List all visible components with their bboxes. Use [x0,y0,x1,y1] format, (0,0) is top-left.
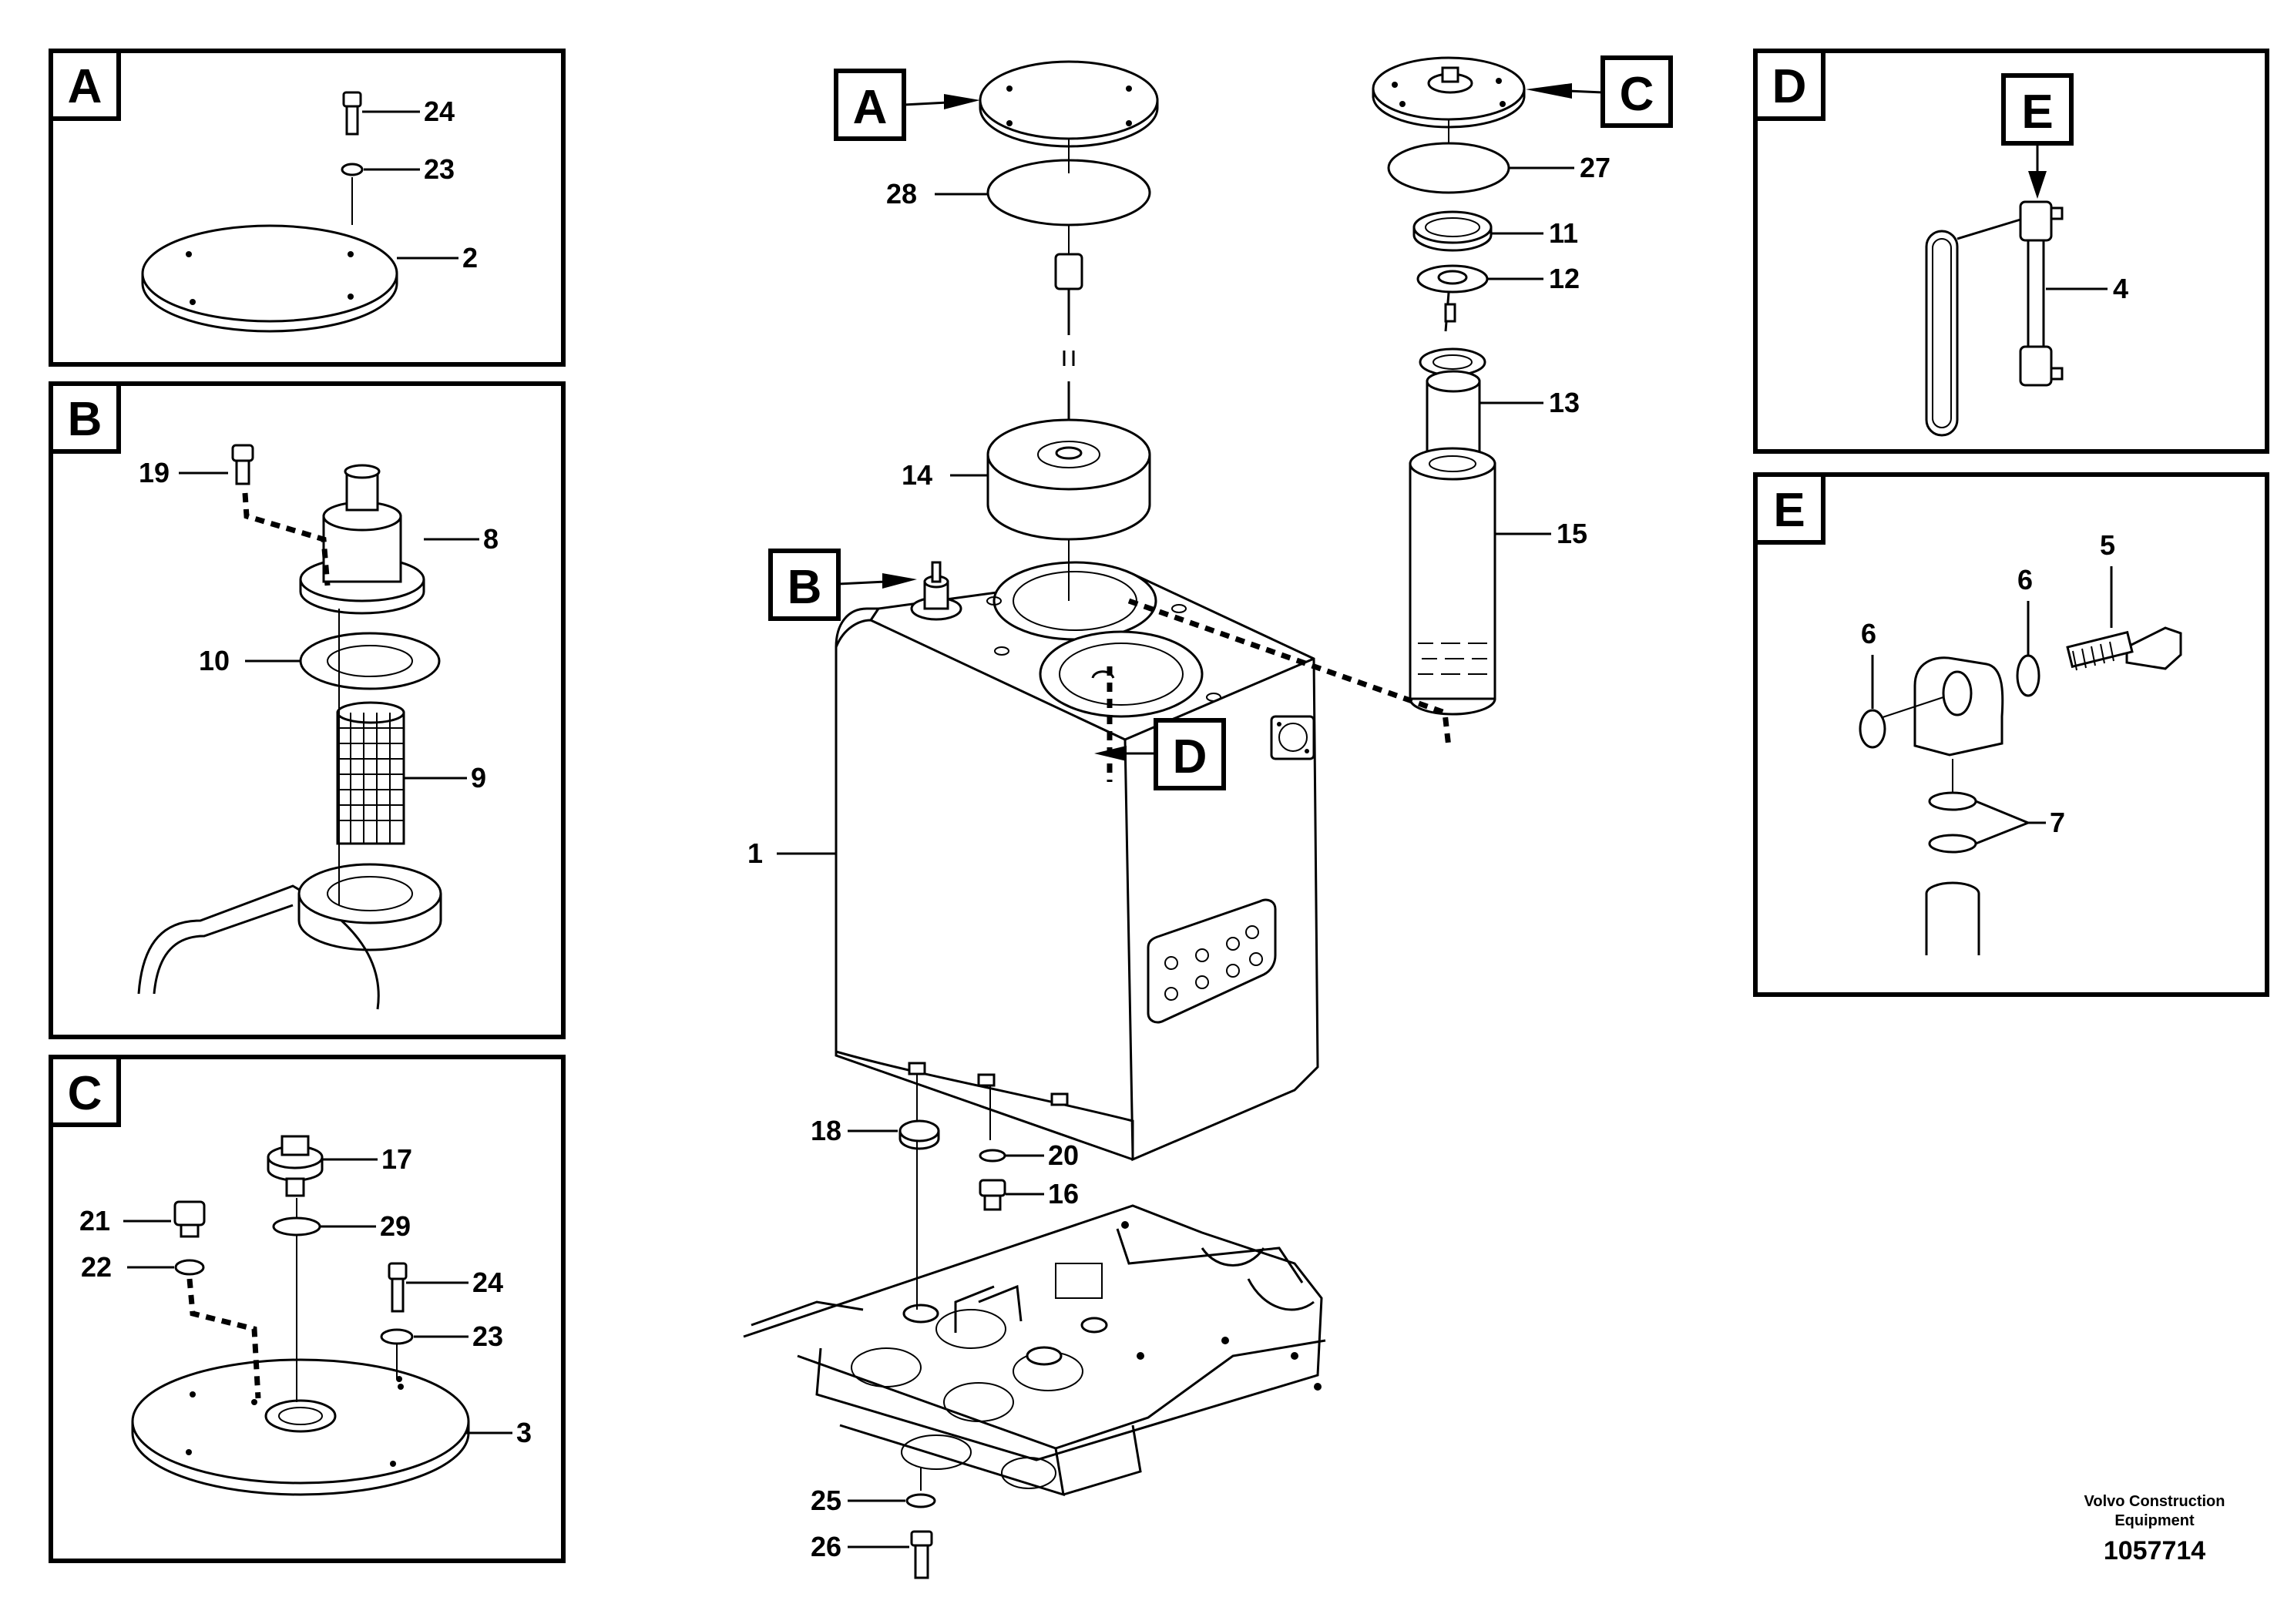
callout-11: 11 [1549,217,1578,249]
callout-2: 2 [462,242,478,273]
panel-b-label: B [68,393,102,446]
callout-24: 24 [424,96,455,127]
callout-14: 14 [902,459,932,491]
callout-27: 27 [1580,152,1611,183]
callout-16: 16 [1048,1178,1079,1210]
o-ring [1387,142,1510,194]
credit-line-1: Volvo Construction [2084,1493,2225,1510]
tag-b: B [788,561,822,614]
cover-plate [979,60,1159,140]
bolt [910,1530,933,1547]
plug [173,1200,206,1226]
main-exploded-view: A B C D [743,55,1673,1579]
callout-23: 23 [472,1320,503,1352]
o-ring [272,1216,321,1236]
o-ring [1859,709,1886,749]
callout-9: 9 [471,762,486,794]
tag-c: C [1620,68,1654,121]
panel-e-label: E [1773,484,1805,537]
callout-3: 3 [516,1417,532,1448]
hex-nut [1054,253,1083,290]
detail-panel-e: E 5 6 6 7 [1753,472,2269,997]
callout-8: 8 [483,523,499,555]
clip [898,1119,940,1143]
drain-valve [979,1179,1006,1197]
footer: Volvo Construction Equipment 1057714 [2084,1493,2225,1565]
callout-24: 24 [472,1267,503,1298]
panel-c-label: C [68,1067,102,1120]
cover-plate [141,224,398,323]
tag-d: D [1173,730,1207,783]
o-ring [1928,834,1977,854]
gasket [299,632,441,690]
callout-13: 13 [1549,387,1580,418]
panel-d-label: D [1772,60,1807,113]
callout-21: 21 [79,1205,110,1236]
callout-25: 25 [811,1485,841,1516]
callout-7: 7 [2050,807,2065,838]
document-number: 1057714 [2104,1536,2205,1565]
callout-12: 12 [1549,263,1580,294]
sight-glass [1925,230,1959,437]
o-ring [1928,791,1977,811]
callout-1: 1 [747,837,763,869]
callout-6: 6 [1861,618,1876,649]
callout-5: 5 [2100,529,2115,561]
detail-panel-b: B [49,381,566,1039]
callout-23: 23 [424,153,455,185]
hydraulic-tank [835,561,1319,1162]
callout-22: 22 [81,1251,112,1283]
mounting-ring [297,863,442,924]
detail-panel-c: C 17 21 [49,1055,566,1563]
bolt [342,91,362,108]
detail-panel-d: D E 4 [1753,49,2269,454]
washer [341,163,364,176]
o-ring [2016,654,2040,697]
callout-6: 6 [2017,564,2033,596]
bolt [231,444,254,462]
callout-17: 17 [381,1143,412,1175]
washer [905,1493,936,1508]
credit-line-2: Equipment [2114,1512,2195,1529]
callout-15: 15 [1557,518,1587,549]
detail-panel-a: A 24 23 2 [49,49,566,367]
washer [174,1259,205,1276]
callout-26: 26 [811,1531,841,1562]
bolt [388,1262,408,1280]
inset-e-tag: E [2021,86,2053,139]
callout-28: 28 [886,178,917,210]
callout-4: 4 [2113,273,2128,304]
suction-filter [1409,462,1496,700]
callout-18: 18 [811,1115,841,1146]
filter-housing [1426,380,1481,460]
washer [979,1149,1006,1163]
machine-frame [743,1204,1326,1497]
callout-29: 29 [380,1210,411,1242]
panel-a-label: A [68,60,102,113]
washer [380,1328,414,1345]
callout-20: 20 [1048,1139,1079,1171]
tag-a: A [853,81,888,134]
callout-10: 10 [199,645,230,676]
filter-element [336,711,405,845]
level-gauge [2019,200,2053,242]
banjo-bolt [2125,626,2182,670]
callout-19: 19 [139,457,170,488]
